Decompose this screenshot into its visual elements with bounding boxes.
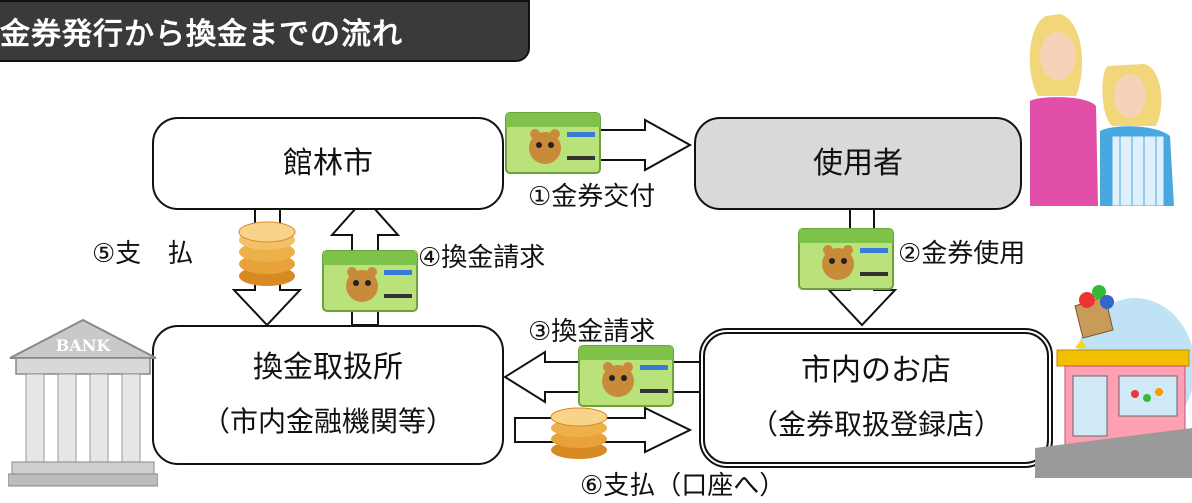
node-city-label: 館林市 xyxy=(283,145,373,181)
node-exchange: 換金取扱所 （市内金融機関等） xyxy=(152,325,504,465)
label-step6: ⑥支払（口座へ） xyxy=(580,471,786,501)
node-exchange-label: 換金取扱所 xyxy=(253,350,403,385)
node-shop-label: 市内のお店 xyxy=(801,353,951,388)
label-step2: ②金券使用 xyxy=(898,239,1026,269)
shop-building-icon xyxy=(1035,285,1192,478)
label-step4: ④換金請求 xyxy=(418,243,546,273)
title-bar: 金券発行から換金までの流れ xyxy=(0,0,530,62)
node-user-label: 使用者 xyxy=(813,145,903,181)
diagram-title: 金券発行から換金までの流れ xyxy=(0,17,403,52)
node-user: 使用者 xyxy=(694,117,1022,210)
coin-stack-icon xyxy=(550,407,608,459)
voucher-card-icon xyxy=(322,250,418,312)
voucher-card-icon xyxy=(578,345,674,407)
bank-sign: BANK xyxy=(56,336,112,355)
label-step3: ③換金請求 xyxy=(528,317,656,347)
coin-stack-icon xyxy=(238,221,296,286)
bank-building-icon: BANK xyxy=(8,318,158,487)
label-step5: ⑤支 払 xyxy=(92,239,194,269)
women-illustration-icon xyxy=(1029,14,1174,206)
voucher-card-icon xyxy=(798,228,894,290)
node-city: 館林市 xyxy=(152,117,504,210)
voucher-card-icon xyxy=(505,112,601,174)
node-shop-sub: （金券取扱登録店） xyxy=(749,408,1002,441)
node-shop: 市内のお店 （金券取扱登録店） xyxy=(699,328,1053,468)
label-step1: ①金券交付 xyxy=(528,182,656,212)
node-exchange-sub: （市内金融機関等） xyxy=(201,405,454,438)
